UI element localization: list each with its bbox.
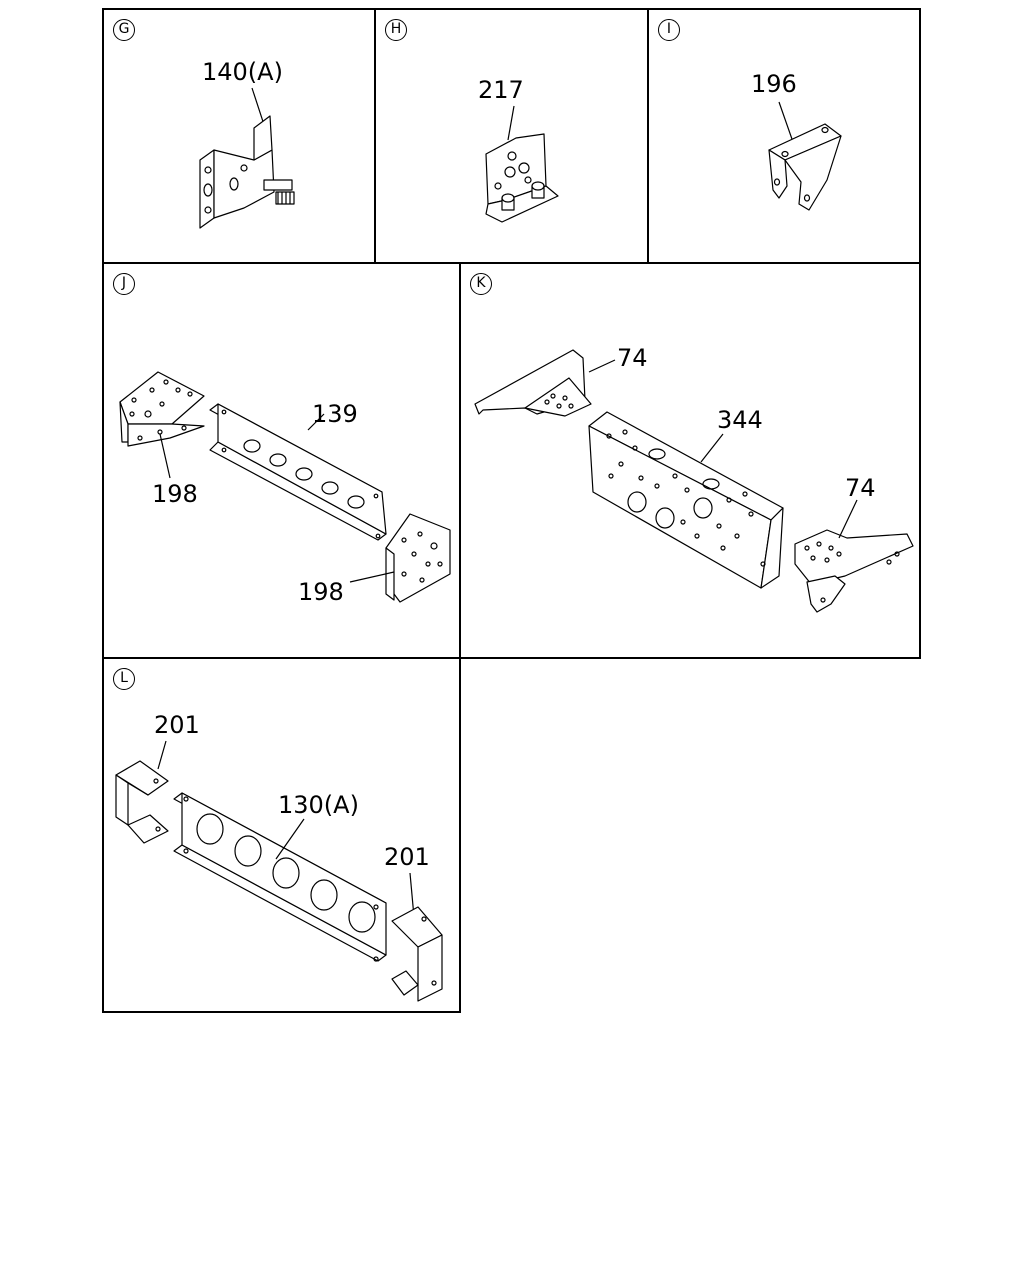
panel-g: G 140(A) — [102, 8, 376, 264]
callout-198-left: 198 — [152, 480, 198, 508]
panel-g-letter: G — [113, 19, 135, 41]
callout-198-right: 198 — [298, 578, 344, 606]
crossmember-139-drawing — [119, 371, 451, 603]
callout-217: 217 — [478, 76, 524, 104]
panel-l-letter: L — [113, 668, 135, 690]
panel-k: K 74 344 74 — [459, 262, 921, 659]
bracket-196-drawing — [768, 101, 842, 211]
callout-139: 139 — [312, 400, 358, 428]
bracket-217-drawing — [485, 105, 559, 223]
callout-74-top: 74 — [617, 344, 648, 372]
bracket-140a-drawing — [199, 87, 295, 229]
callout-196: 196 — [751, 70, 797, 98]
callout-140a: 140(A) — [202, 58, 283, 86]
panel-j: J 139 198 198 — [102, 262, 461, 659]
callout-201-bottom: 201 — [384, 843, 430, 871]
panel-i-letter: I — [658, 19, 680, 41]
panel-j-letter: J — [113, 273, 135, 295]
crossmember-130a-drawing — [115, 740, 443, 1002]
callout-344: 344 — [717, 406, 763, 434]
panel-i: I 196 — [647, 8, 921, 264]
panel-h: H 217 — [374, 8, 649, 264]
panel-h-letter: H — [385, 19, 407, 41]
callout-130a: 130(A) — [278, 791, 359, 819]
callout-74-bottom: 74 — [845, 474, 876, 502]
callout-201-top: 201 — [154, 711, 200, 739]
panel-k-letter: K — [470, 273, 492, 295]
crossmember-344-drawing — [474, 349, 914, 613]
panel-l: L 201 130(A) 201 — [102, 657, 461, 1013]
